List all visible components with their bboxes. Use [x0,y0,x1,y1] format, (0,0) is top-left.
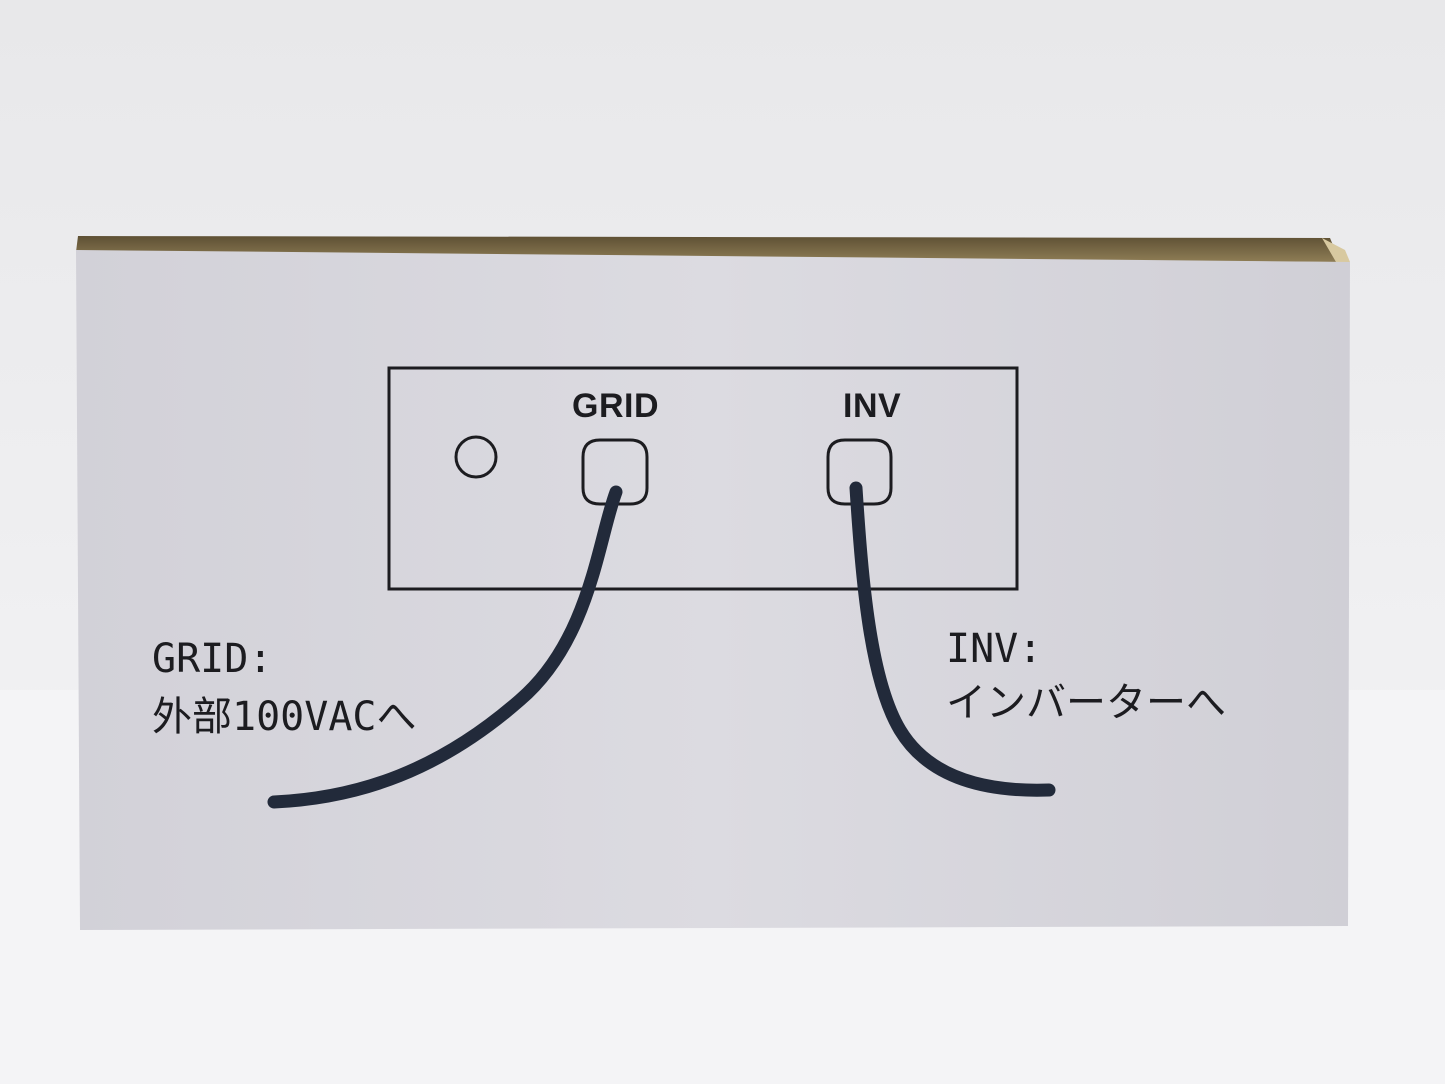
indicator-light-icon [454,435,498,479]
grid-note-title: GRID: [152,636,273,682]
grid-socket-icon [581,438,649,506]
grid-cable [267,485,623,809]
inv-note-desc: インバーターへ [946,680,1226,726]
inv-socket-icon [826,438,893,506]
inv-port-label: INV [843,387,902,425]
box-top-edge [76,236,1340,262]
grid-note-desc: 外部100VACへ [152,694,417,740]
panel-outline [387,366,1019,591]
box-top-corner [1322,238,1350,262]
grid-port-label: GRID [572,387,659,425]
inv-cable [849,481,1056,797]
inv-note-title: INV: [946,626,1043,672]
